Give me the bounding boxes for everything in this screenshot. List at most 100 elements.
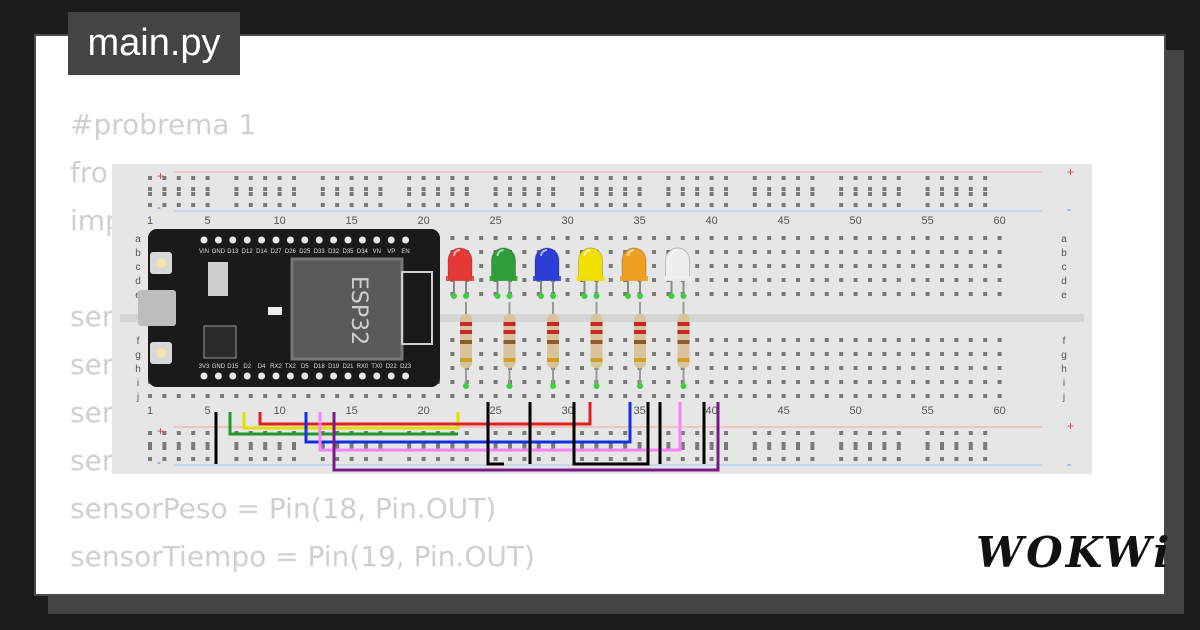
code-card: #probrema 1 fro imp sen sen sen sen sens… xyxy=(34,34,1166,596)
led[interactable] xyxy=(620,247,648,281)
row-letter: d xyxy=(1061,276,1067,287)
esp32-pin-label: VP xyxy=(387,249,395,255)
esp32-pin xyxy=(373,236,381,244)
esp32-pin xyxy=(243,236,251,244)
column-number: 35 xyxy=(633,405,645,417)
rail-symbol: - xyxy=(157,455,161,469)
resistor[interactable] xyxy=(634,302,646,389)
esp32-pin xyxy=(330,236,338,244)
column-number: 20 xyxy=(417,405,429,417)
esp32-pin-label: D18 xyxy=(314,364,326,370)
esp32-pin xyxy=(387,372,395,380)
resistor[interactable] xyxy=(590,302,603,389)
esp32-pin xyxy=(402,236,410,244)
led[interactable] xyxy=(576,247,605,281)
esp32-pin xyxy=(373,372,381,380)
column-number: 10 xyxy=(273,215,285,227)
column-number: 45 xyxy=(777,405,789,417)
code-line: sensorTiempo = Pin(19, Pin.OUT) xyxy=(70,540,535,573)
esp32-pin-label: 3V3 xyxy=(199,364,210,370)
file-tab[interactable]: main.py xyxy=(68,12,240,75)
breadboard-labels: +-+-+-+-11551010151520202525303035354040… xyxy=(135,165,1074,471)
wokwi-logo: WOKWi xyxy=(976,528,1173,577)
code-line: sen xyxy=(70,348,120,381)
esp32-pin-label: D26 xyxy=(285,249,297,255)
esp32-pin xyxy=(315,372,323,380)
row-letter: f xyxy=(137,336,140,347)
esp32-pin-label: D23 xyxy=(400,364,412,370)
column-number: 50 xyxy=(849,405,861,417)
column-number: 60 xyxy=(993,405,1005,417)
esp32-pin-label: D27 xyxy=(270,249,282,255)
esp32-pin-label: D22 xyxy=(386,364,398,370)
row-letter: a xyxy=(135,234,141,245)
column-number: 60 xyxy=(993,215,1005,227)
rail-symbol: + xyxy=(157,169,164,183)
esp32-pin xyxy=(200,236,208,244)
esp32-pin-label: D33 xyxy=(314,249,326,255)
esp32-pin xyxy=(272,372,280,380)
column-number: 15 xyxy=(345,405,357,417)
esp32-pin xyxy=(330,372,338,380)
column-number: 30 xyxy=(561,215,573,227)
row-letter: f xyxy=(1063,336,1066,347)
rail-symbol: - xyxy=(1067,457,1071,471)
row-letter: h xyxy=(1061,364,1067,375)
column-number: 5 xyxy=(205,215,211,227)
resistor[interactable] xyxy=(547,302,559,389)
esp32-pin-label: D21 xyxy=(342,364,354,370)
code-line: sen xyxy=(70,300,120,333)
led[interactable] xyxy=(489,247,518,281)
rail-symbol: - xyxy=(157,200,161,214)
breadboard-diagram: +-+-+-+-11551010151520202525303035354040… xyxy=(112,164,1092,474)
code-line: sen xyxy=(70,444,120,477)
usb-port xyxy=(138,290,176,326)
column-number: 10 xyxy=(273,405,285,417)
row-letter: c xyxy=(136,262,141,273)
row-letter: i xyxy=(1063,378,1065,389)
code-line: sensorPeso = Pin(18, Pin.OUT) xyxy=(70,492,497,525)
esp32-pin-label: D14 xyxy=(256,249,268,255)
esp32-pin-label: VIN xyxy=(199,249,209,255)
leds xyxy=(446,247,692,299)
led[interactable] xyxy=(533,247,561,281)
esp32-pin-label: D2 xyxy=(243,364,251,370)
esp32-pin-label: EN xyxy=(401,249,409,255)
led[interactable] xyxy=(446,247,474,281)
esp32-pin xyxy=(344,236,352,244)
esp32-pin-label: D4 xyxy=(258,364,266,370)
column-number: 1 xyxy=(147,215,153,227)
esp32-pin xyxy=(272,236,280,244)
esp32-pin-label: VN xyxy=(373,249,381,255)
column-number: 40 xyxy=(705,405,717,417)
row-letter: j xyxy=(1062,392,1065,403)
column-number: 5 xyxy=(205,405,211,417)
esp32-pin-label: D35 xyxy=(342,249,354,255)
wires xyxy=(214,402,720,472)
rail-symbol: + xyxy=(157,424,164,438)
esp32-pin-label: D32 xyxy=(328,249,340,255)
resistor[interactable] xyxy=(503,302,516,389)
esp32-pin xyxy=(402,372,410,380)
resistor[interactable] xyxy=(677,302,690,389)
esp32-pin-label: GND xyxy=(212,364,226,370)
row-letter: d xyxy=(135,276,141,287)
row-letter: b xyxy=(1061,248,1067,259)
row-letter: g xyxy=(135,350,141,361)
resistor[interactable] xyxy=(460,302,472,389)
esp32-pin-label: RX0 xyxy=(357,364,369,370)
led[interactable] xyxy=(663,247,692,281)
column-number: 25 xyxy=(489,405,501,417)
esp32-pin-label: D12 xyxy=(242,249,254,255)
esp32-pin-label: D34 xyxy=(357,249,369,255)
esp32-pin xyxy=(258,372,266,380)
column-number: 40 xyxy=(705,215,717,227)
column-number: 30 xyxy=(561,405,573,417)
code-line: fro xyxy=(70,156,108,189)
esp32-pin-label: GND xyxy=(212,249,226,255)
resistors xyxy=(460,302,690,389)
rail-symbol: - xyxy=(1067,202,1071,216)
esp32-pin xyxy=(358,372,366,380)
